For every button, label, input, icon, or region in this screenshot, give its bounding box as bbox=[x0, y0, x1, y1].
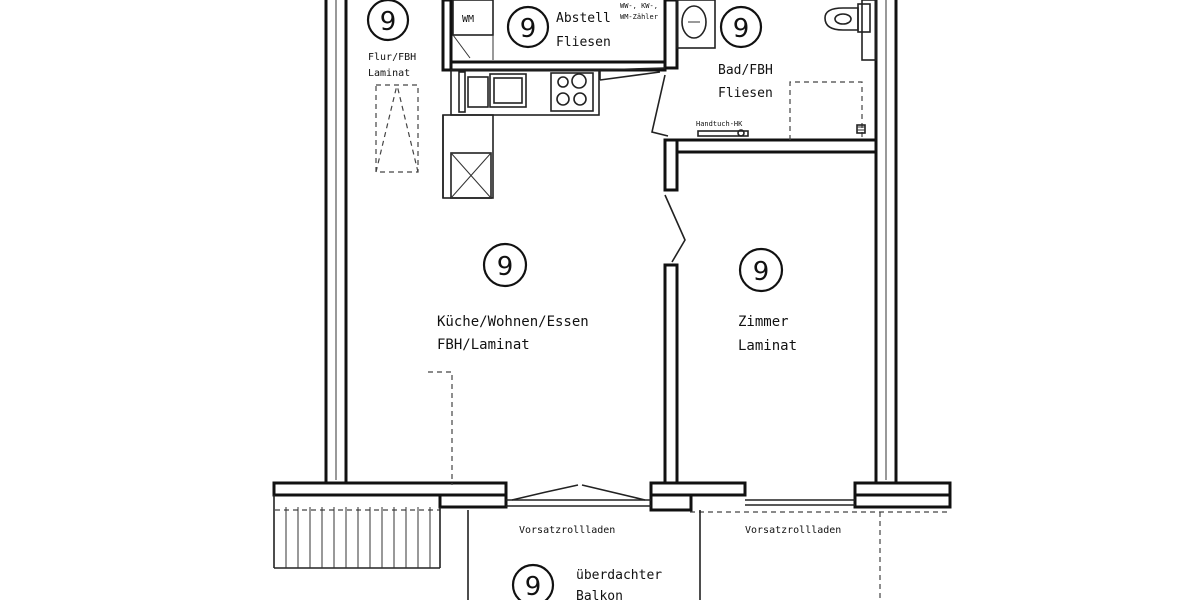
svg-text:9: 9 bbox=[525, 572, 542, 600]
balcony-outline bbox=[467, 510, 881, 600]
kueche-name: Küche/Wohnen/Essen bbox=[437, 314, 589, 330]
flur-floor: Laminat bbox=[368, 68, 410, 79]
abstell-name: Abstell bbox=[556, 11, 611, 26]
svg-text:9: 9 bbox=[380, 7, 397, 37]
kitchen-counter bbox=[442, 69, 600, 199]
outer-walls bbox=[324, 0, 898, 487]
svg-text:9: 9 bbox=[733, 14, 750, 44]
bad-floor: Fliesen bbox=[718, 86, 773, 101]
svg-text:9: 9 bbox=[520, 14, 537, 44]
sink-icon bbox=[489, 73, 527, 108]
partition-mid bbox=[663, 138, 679, 192]
room-badge-abstell: 9 bbox=[506, 5, 550, 49]
wm-label: WM bbox=[462, 14, 474, 25]
washbasin-icon bbox=[676, 0, 716, 49]
stove-icon bbox=[550, 72, 594, 112]
room-badge-balkon: 9 bbox=[511, 563, 555, 600]
svg-text:9: 9 bbox=[497, 252, 514, 282]
washing-machine: WM bbox=[452, 0, 494, 60]
partition-doors bbox=[651, 74, 686, 263]
hall-wardrobe bbox=[375, 84, 419, 173]
balkon-floor: Balkon bbox=[576, 589, 623, 600]
storage-door bbox=[599, 67, 666, 81]
zimmer-name: Zimmer bbox=[738, 314, 789, 330]
shutter-label-left: Vorsatzrollladen bbox=[519, 525, 615, 536]
towel-radiator-icon bbox=[697, 130, 749, 137]
bad-name: Bad/FBH bbox=[718, 63, 773, 78]
balcony-door bbox=[506, 484, 651, 507]
svg-text:9: 9 bbox=[753, 257, 770, 287]
partition-upper bbox=[663, 0, 679, 70]
storage-left-wall bbox=[441, 0, 453, 72]
left-terrace bbox=[273, 495, 441, 569]
balkon-name: überdachter bbox=[576, 568, 662, 583]
room-badge-kueche: 9 bbox=[482, 242, 528, 288]
zimmer-floor: Laminat bbox=[738, 338, 797, 354]
room-badge-zimmer: 9 bbox=[738, 247, 784, 293]
flur-name: Flur/FBH bbox=[368, 52, 416, 63]
kueche-floor: FBH/Laminat bbox=[437, 337, 530, 353]
bottom-facade bbox=[272, 481, 952, 513]
partition-lower bbox=[663, 263, 679, 487]
room-badge-bad: 9 bbox=[719, 5, 763, 49]
abstell-floor: Fliesen bbox=[556, 35, 611, 50]
bath-bottom-wall bbox=[675, 138, 878, 154]
toilet-icon bbox=[824, 7, 859, 31]
bath-fixtures: Handtuch-HK bbox=[676, 0, 877, 140]
dining-area-marker bbox=[428, 371, 453, 485]
meter-note-2: WM-Zähler bbox=[620, 13, 658, 21]
shutter-label-right: Vorsatzrollladen bbox=[745, 525, 841, 536]
meter-note-1: WW-, KW-, bbox=[620, 2, 658, 10]
towel-radiator-label: Handtuch-HK bbox=[696, 120, 743, 128]
room-badge-flur: 9 bbox=[366, 0, 410, 42]
